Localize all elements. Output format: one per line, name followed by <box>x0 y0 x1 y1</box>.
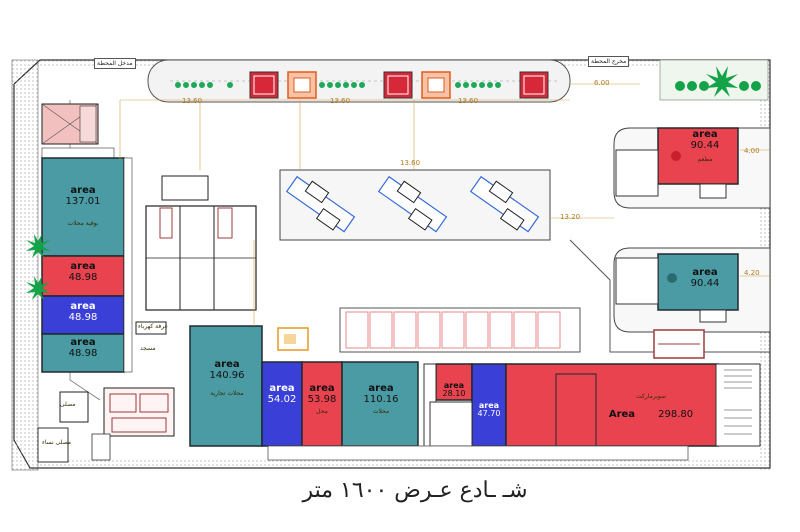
dim-label: 4.20 <box>744 269 760 277</box>
area-label-shop-left-2: area 48.98 <box>68 261 98 283</box>
exit-gate-label: مخرج المحطة <box>588 56 630 67</box>
area-label-shop-left-top: area 137.01 بوفية محلات <box>65 185 101 227</box>
bottom-shops <box>189 325 761 461</box>
car-island <box>279 169 551 241</box>
dimension-lines <box>119 83 770 326</box>
small-plate-label: غرفة كهرباء <box>138 323 168 330</box>
area-label-bottom-4: area 110.16 محلات <box>363 383 399 415</box>
ladies-label: مصلى نساء <box>42 439 71 446</box>
top-right-building <box>613 127 771 209</box>
area-label-top-right-1: area 90.44 مطعم <box>690 129 720 163</box>
area-label-bottom-1: area 140.96 محلات تجارية <box>209 359 245 397</box>
dim-label: 4.00 <box>744 147 760 155</box>
area-label-bottom-2: area 54.02 <box>267 383 297 405</box>
area-label-bottom-6: area 47.70 <box>477 401 501 419</box>
dim-label: 13.60 <box>400 159 421 167</box>
area-label-bottom-5: area 28.10 <box>442 381 466 399</box>
dim-label: 13.60 <box>330 97 351 105</box>
canopy-structure <box>145 175 257 311</box>
area-label-shop-left-4: area 48.98 <box>68 337 98 359</box>
dim-label: 13.20 <box>560 213 581 221</box>
top-pump-strip <box>147 59 571 103</box>
entry-gate-label: مدخل المحطة <box>94 58 136 69</box>
dim-label: 6.00 <box>594 79 610 87</box>
palm-cluster-top-right <box>659 59 769 101</box>
area-label-bottom-7: سوبرماركت Area 298.80 <box>608 393 694 421</box>
mosque-label: مصلى <box>60 401 76 408</box>
service-strip <box>339 307 581 353</box>
dim-label: 13.60 <box>182 97 203 105</box>
dim-label: 13.60 <box>458 97 479 105</box>
street-caption: شـ ـادع عـرض ١٦٠٠ متر <box>302 478 528 503</box>
left-shops <box>26 103 133 373</box>
left-box-label: مسجد <box>140 345 156 352</box>
area-label-top-right-2: area 90.44 <box>690 267 720 289</box>
mosque-block <box>37 387 175 463</box>
area-label-bottom-3: area 53.98 محل <box>307 383 337 415</box>
area-label-shop-left-3: area 48.98 <box>68 301 98 323</box>
middle-right-building <box>613 247 771 333</box>
